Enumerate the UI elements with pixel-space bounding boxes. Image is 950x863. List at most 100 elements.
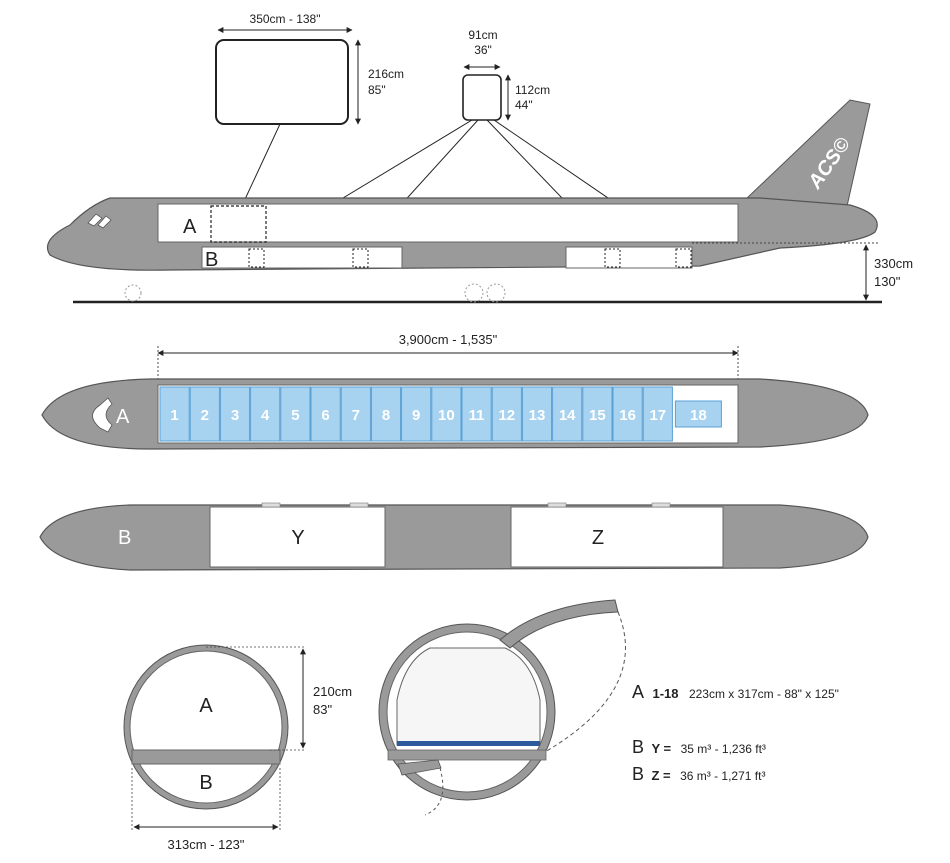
pallet-position-label-7: 7 (352, 407, 360, 424)
pallet-position-15 (582, 386, 613, 442)
pallet-position-5 (280, 386, 311, 442)
cockpit-seats (92, 397, 113, 433)
pallet-position-label-12: 12 (498, 407, 515, 424)
legend-bz-value: 36 m³ - 1,271 ft³ (680, 769, 765, 783)
pallet-position-label-10: 10 (438, 407, 455, 424)
sill-height-cm: 330cm (874, 256, 913, 271)
pallet-position-label-6: 6 (321, 407, 329, 424)
legend-row-bz: B Z = 36 m³ - 1,271 ft³ (632, 764, 765, 784)
pallet-position-label-4: 4 (261, 407, 270, 424)
large-container-diagram: 350cm - 138" 216cm 85" (215, 12, 404, 211)
cross-section-label-b: B (199, 772, 212, 794)
cockpit-windows (87, 213, 112, 229)
legend-by-key: Y = (651, 741, 671, 756)
legend-bz-key: Z = (651, 768, 671, 783)
large-container-shape (215, 39, 349, 125)
small-container-height-in: 44" (515, 98, 533, 112)
lower-deck-label: B (118, 527, 131, 549)
pallet-position-10 (431, 386, 462, 442)
hold-y-label: Y (291, 527, 304, 549)
hold-z (510, 506, 724, 568)
pallet-position-18 (674, 400, 722, 428)
pallet-position-label-16: 16 (619, 407, 636, 424)
hold-y (209, 506, 386, 568)
pallet-position-4 (250, 386, 281, 442)
pallet-position-label-13: 13 (529, 407, 546, 424)
door-view-deck-floor (397, 741, 540, 746)
pallet-position-6 (310, 386, 341, 442)
fuselage-cross-section: A B 210cm 83" 313cm - 123" (123, 644, 352, 852)
pallet-position-label-9: 9 (412, 407, 420, 424)
legend-row-a: A 1-18 223cm x 317cm - 88" x 125" (632, 682, 839, 702)
pallet-position-17 (642, 386, 673, 442)
side-main-deck (157, 203, 739, 243)
cross-section-door-view (378, 599, 626, 816)
lower-door (397, 759, 442, 776)
pallet-position-1 (159, 386, 190, 442)
pallet-position-11 (461, 386, 492, 442)
pallet-position-13 (521, 386, 553, 442)
large-container-height-cm: 216cm (368, 67, 404, 81)
cross-section-height-in: 83" (313, 702, 332, 717)
pallet-position-9 (401, 386, 432, 442)
main-gear-2 (486, 283, 506, 303)
large-container-width-label: 350cm - 138" (250, 12, 321, 26)
door-view-container (396, 647, 541, 746)
pallet-position-label-5: 5 (291, 407, 299, 424)
pallet-position-label-15: 15 (589, 407, 606, 424)
pallet-position-label-18: 18 (690, 407, 707, 424)
pallet-position-3 (219, 386, 251, 442)
door-view-lower-floor (387, 749, 547, 761)
main-cargo-door-open (499, 599, 619, 649)
pallet-position-label-17: 17 (649, 407, 666, 424)
lower-deck-fuselage (39, 504, 869, 571)
pallet-position-label-8: 8 (382, 407, 390, 424)
pallet-position-label-14: 14 (559, 407, 576, 424)
main-deck-length-label: 3,900cm - 1,535" (399, 332, 498, 347)
cross-section-label-a: A (199, 695, 213, 717)
side-deck-a-label: A (183, 216, 197, 238)
pallet-position-2 (189, 386, 220, 442)
pallet-position-8 (370, 386, 402, 442)
legend-by-value: 35 m³ - 1,236 ft³ (681, 742, 766, 756)
small-container-shape (462, 74, 502, 121)
legend: A 1-18 223cm x 317cm - 88" x 125" B Y = … (632, 682, 839, 784)
nose-gear (124, 284, 142, 302)
small-container-width-cm: 91cm (468, 28, 497, 42)
pallet-position-label-2: 2 (201, 407, 209, 424)
large-container-height-in: 85" (368, 83, 386, 97)
pallet-position-14 (552, 386, 583, 442)
side-view-aircraft: ACS© A B 330cm 130" (46, 99, 913, 304)
legend-bz-letter: B (632, 764, 644, 784)
pallet-position-7 (340, 386, 371, 442)
hold-z-label: Z (592, 527, 604, 549)
main-gear-1 (464, 283, 484, 303)
pallet-position-12 (491, 386, 522, 442)
side-deck-b-label: B (205, 249, 218, 271)
legend-a-letter: A (632, 682, 644, 702)
lower-door-swing-arc (424, 767, 444, 816)
pallet-position-16 (612, 386, 643, 442)
cross-section-height-cm: 210cm (313, 684, 352, 699)
lower-deck-plan: B Y Z (39, 502, 869, 571)
cross-section-width-label: 313cm - 123" (168, 837, 245, 852)
cross-section-floor (131, 749, 281, 765)
small-container-width-in: 36" (474, 43, 492, 57)
cross-section-inner (129, 650, 283, 804)
side-lower-hold-fwd (201, 246, 403, 269)
pallet-position-label-3: 3 (231, 407, 239, 424)
small-container-height-cm: 112cm (515, 83, 550, 97)
legend-a-dims: 223cm x 317cm - 88" x 125" (689, 687, 839, 701)
side-lower-hold-aft (565, 246, 693, 269)
legend-row-by: B Y = 35 m³ - 1,236 ft³ (632, 737, 766, 757)
side-large-container (210, 205, 267, 243)
pallet-position-label-11: 11 (469, 407, 485, 424)
legend-by-letter: B (632, 737, 644, 757)
door-swing-arc (544, 611, 626, 753)
sill-height-in: 130" (874, 274, 901, 289)
main-deck-label: A (116, 406, 130, 428)
pallet-position-label-1: 1 (170, 407, 178, 424)
